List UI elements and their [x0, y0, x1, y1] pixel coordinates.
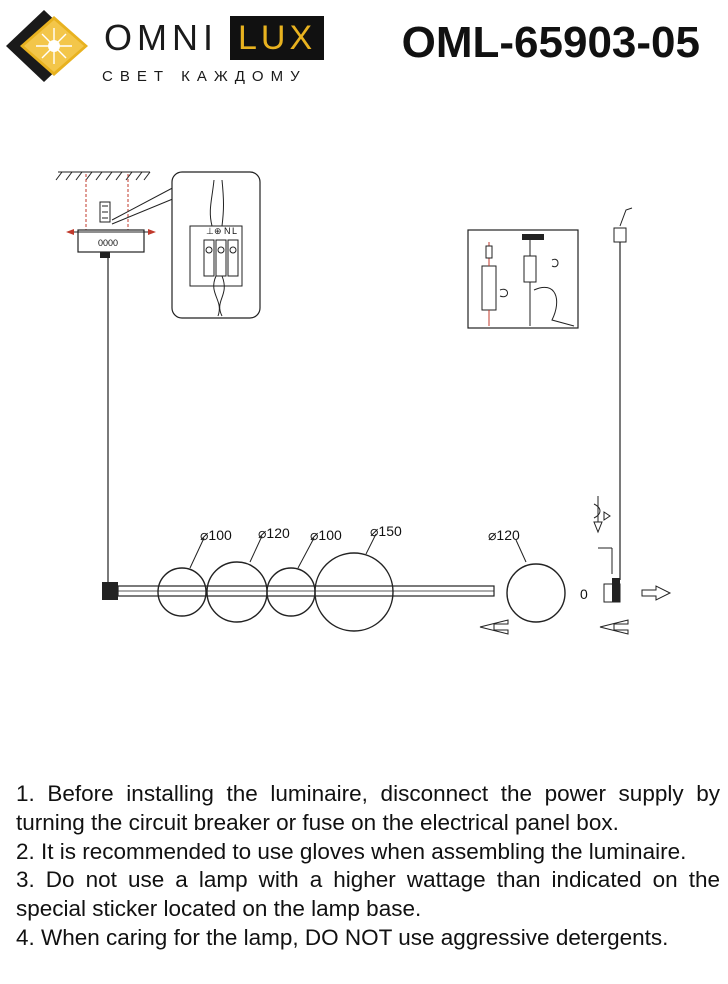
cable-gripper [613, 207, 633, 243]
logo-diamond-icon [6, 10, 88, 82]
canopy-label: 0000 [98, 238, 118, 248]
note-1: 1. Before installing the luminaire, disc… [16, 781, 720, 835]
installation-diagram: 0000 ⊥ ⊕ N L [55, 171, 672, 635]
end-cap [593, 496, 621, 603]
ceiling-hatch [55, 171, 151, 181]
safety-notes: 1. Before installing the luminaire, disc… [16, 780, 720, 953]
note-3: 3. Do not use a lamp with a higher watta… [16, 867, 720, 922]
loose-ring [506, 563, 566, 623]
rings [157, 552, 394, 632]
brand-name-lux: LUX [238, 18, 317, 57]
terminal-ground: ⊥ [206, 226, 214, 236]
terminal-earth: ⊕ [214, 226, 222, 236]
terminal-neutral: N [224, 226, 231, 236]
brand-tagline: СВЕТ КАЖДОМУ [102, 68, 307, 85]
ring-2-dim: ⌀120 [258, 525, 290, 541]
ring-1 [157, 567, 207, 617]
wiring-callout: ⊥ ⊕ N L [111, 171, 261, 319]
note-2: 2. It is recommended to use gloves when … [16, 838, 687, 864]
brand-logo: OMNI LUX СВЕТ КАЖДОМУ [6, 6, 336, 86]
arrow-icon [479, 585, 672, 635]
o-ring-label: 0 [580, 586, 588, 602]
lamp-bar [102, 582, 495, 600]
brand-name-lux-box: LUX [230, 16, 325, 60]
loose-ring-dim: ⌀120 [488, 527, 520, 543]
terminal-live: L [232, 226, 237, 236]
ring-3-dim: ⌀100 [310, 527, 342, 543]
ring-4 [314, 552, 394, 632]
brand-name-omni: OMNI [104, 17, 218, 58]
note-4: 4. When caring for the lamp, DO NOT use … [16, 924, 669, 950]
ring-1-dim: ⌀100 [200, 527, 232, 543]
canopy: 0000 [66, 201, 156, 258]
height-adjust-inset [467, 229, 579, 329]
model-number: OML-65903-05 [401, 18, 700, 67]
ring-4-dim: ⌀150 [370, 523, 402, 539]
